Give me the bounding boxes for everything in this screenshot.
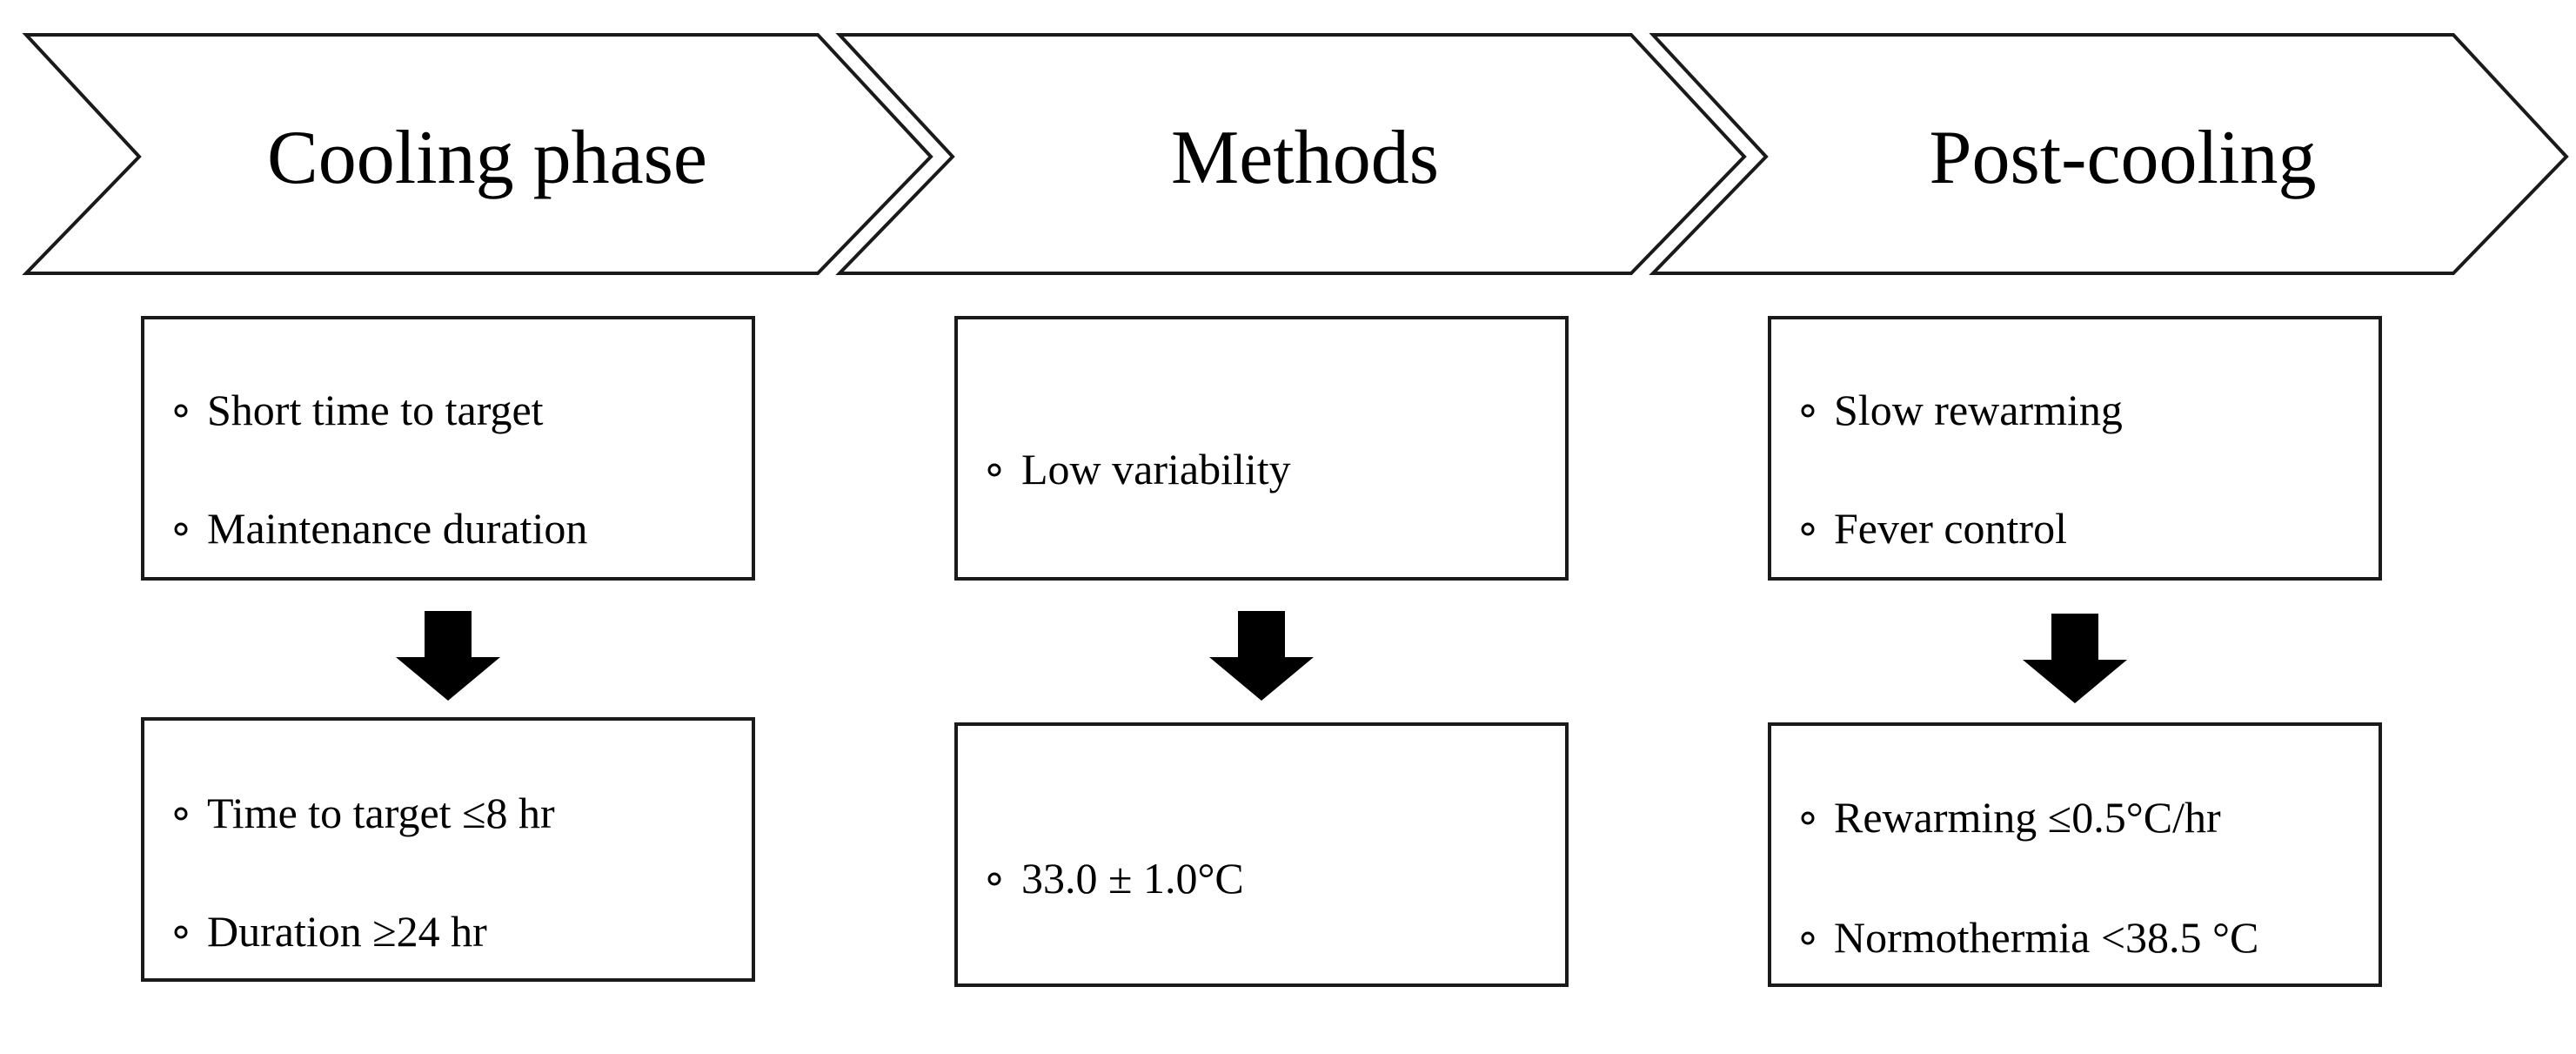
down-arrow-icon bbox=[2023, 614, 2127, 703]
bullet-icon bbox=[1801, 404, 1815, 418]
bullet-icon bbox=[174, 522, 188, 536]
bullet-icon bbox=[174, 925, 188, 939]
down-arrow-icon bbox=[396, 611, 500, 701]
criteria-item: Maintenance duration bbox=[207, 504, 587, 553]
chevron-methods bbox=[835, 33, 1747, 275]
down-arrow-icon bbox=[1209, 611, 1314, 701]
bullet-icon bbox=[987, 872, 1001, 886]
bullet-icon bbox=[1801, 931, 1815, 945]
target-item: Rewarming ≤0.5°C/hr bbox=[1834, 793, 2221, 842]
bullet-icon bbox=[174, 807, 188, 821]
target-box-post-cooling bbox=[1768, 722, 2382, 987]
bullet-icon bbox=[174, 404, 188, 418]
bullet-icon bbox=[1801, 522, 1815, 536]
target-item: 33.0 ± 1.0°C bbox=[1021, 854, 1244, 903]
criteria-box-post-cooling bbox=[1768, 316, 2382, 581]
criteria-item: Short time to target bbox=[207, 386, 544, 434]
target-box-methods bbox=[954, 722, 1569, 987]
chevron-post-cooling bbox=[1649, 33, 2569, 275]
criteria-item: Low variability bbox=[1021, 445, 1291, 493]
target-item: Normothermia <38.5 °C bbox=[1834, 913, 2258, 962]
criteria-box-methods bbox=[954, 316, 1569, 581]
phase-title-post-cooling: Post-cooling bbox=[1930, 116, 2317, 200]
target-box-cooling bbox=[141, 717, 755, 982]
criteria-item: Fever control bbox=[1834, 504, 2067, 553]
target-item: Duration ≥24 hr bbox=[207, 907, 487, 956]
phase-title-cooling: Cooling phase bbox=[267, 116, 707, 200]
criteria-box-cooling bbox=[141, 316, 755, 581]
phase-title-methods: Methods bbox=[1171, 116, 1439, 200]
chevron-cooling-phase bbox=[22, 33, 933, 275]
bullet-icon bbox=[1801, 811, 1815, 825]
target-item: Time to target ≤8 hr bbox=[207, 789, 555, 837]
bullet-icon bbox=[987, 463, 1001, 477]
criteria-item: Slow rewarming bbox=[1834, 386, 2123, 434]
